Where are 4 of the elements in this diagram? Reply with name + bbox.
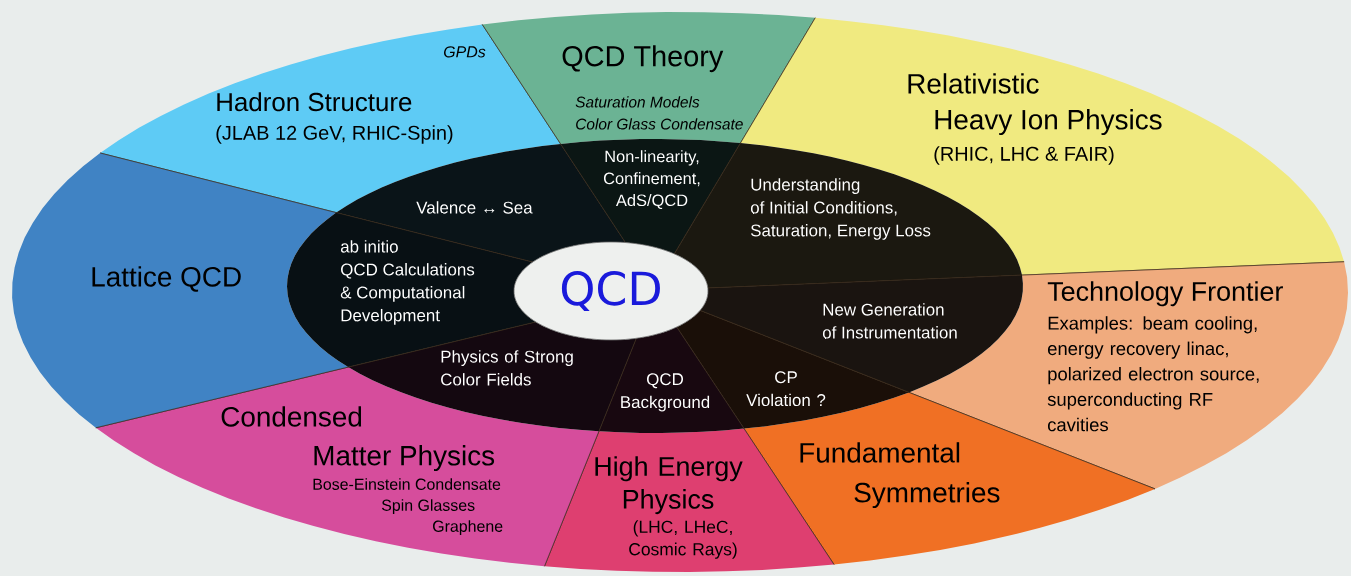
- ring-segment: Non-linearity, Confinement, AdS/QCD: [560, 139, 741, 255]
- ring-segment: QCD Background: [598, 326, 745, 433]
- node-label: Understanding of Initial Conditions, Saturation, Energy Loss: [750, 178, 931, 240]
- node-label: Valence ↔ Sea: [416, 201, 533, 214]
